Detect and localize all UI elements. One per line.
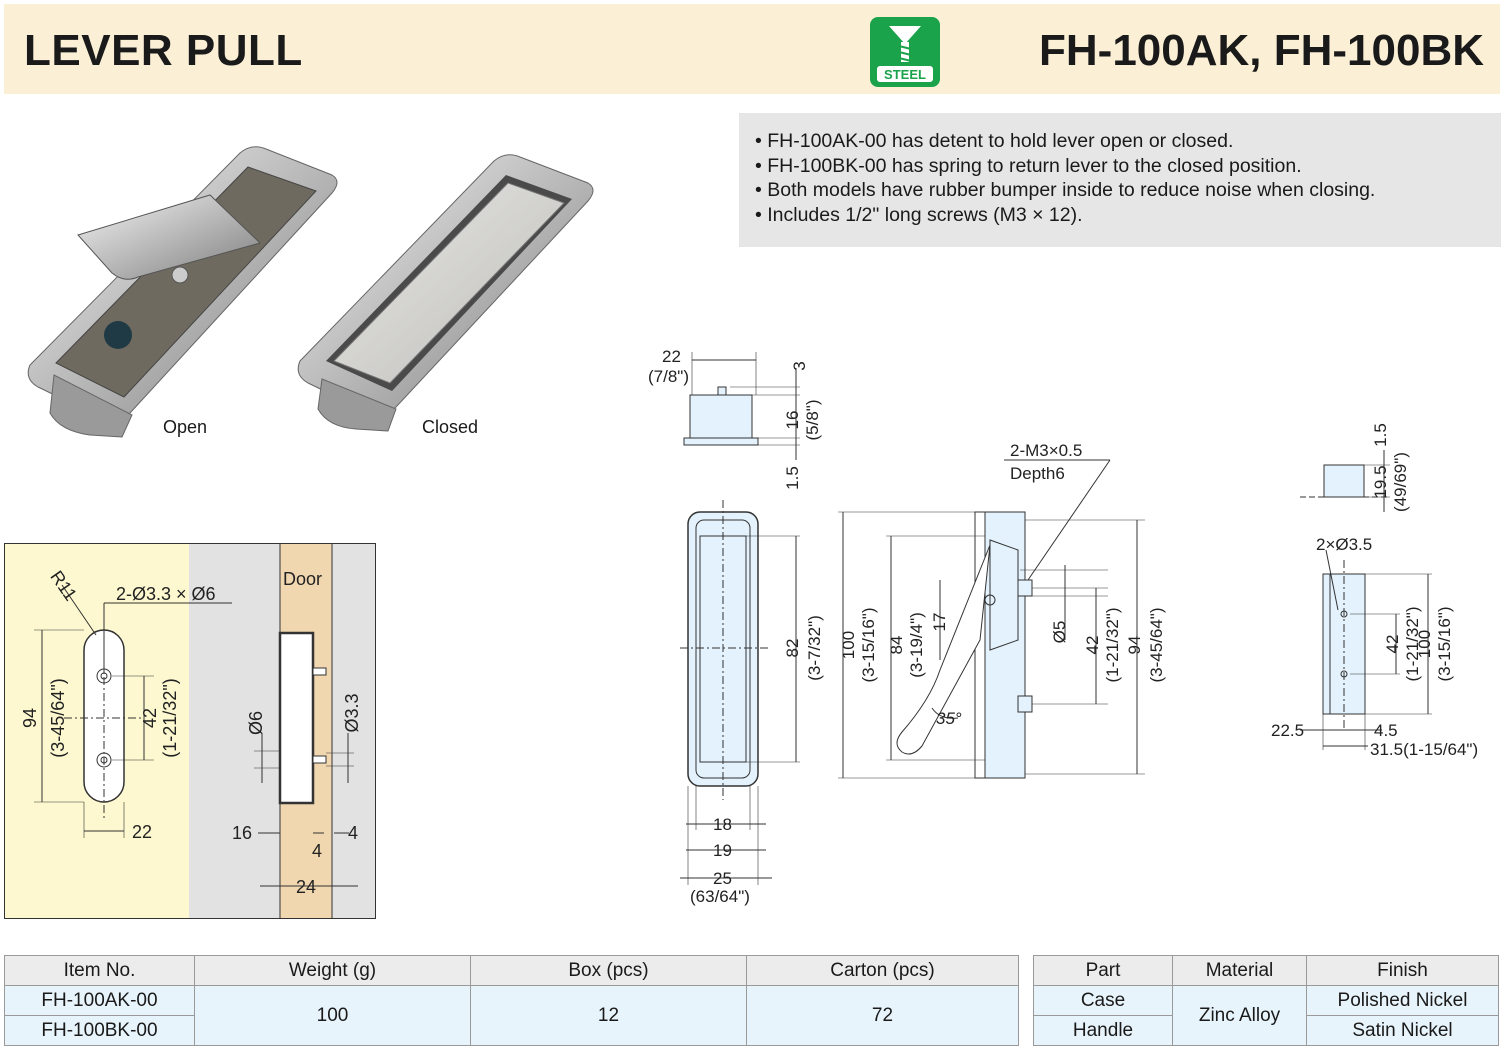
door-label: Door	[283, 569, 322, 589]
page-title: LEVER PULL	[24, 26, 303, 75]
cutout-d33: Ø3.3	[342, 693, 362, 732]
cutout-22: 22	[132, 822, 152, 842]
carton-cell: 72	[746, 985, 1019, 1046]
part-cell: Case	[1033, 985, 1173, 1016]
dim-back-100: 100	[1415, 630, 1434, 658]
dim-front-25-in: (63/64")	[690, 887, 750, 906]
dim-side-42-in: (1-21/32")	[1103, 607, 1122, 682]
dim-front-25: 25	[713, 869, 732, 888]
dim-depth: Depth6	[1010, 464, 1065, 483]
dim-top-22-in: (7/8")	[648, 367, 689, 386]
steel-screw-icon: STEEL	[870, 17, 940, 87]
cutout-holes: 2-Ø3.3 × Ø6	[116, 584, 216, 604]
cutout-4a: 4	[312, 841, 322, 861]
dim-back-195: 19.5	[1371, 465, 1390, 498]
box-cell: 12	[470, 985, 747, 1046]
material-cell: Zinc Alloy	[1172, 985, 1307, 1046]
closed-pull-image	[297, 154, 594, 432]
technical-drawing: 22 (7/8") 3 16 (5/8") 1.5 82 (3-7/32") 1…	[648, 347, 1478, 906]
dim-side-94: 94	[1125, 636, 1144, 655]
cutout-4b: 4	[348, 823, 358, 843]
dim-back-315: 31.5(1-15/64")	[1370, 740, 1478, 759]
header-bar: LEVER PULL STEEL FH-100AK, FH-100BK	[4, 4, 1500, 94]
item-cell: FH-100AK-00	[4, 985, 195, 1016]
col-weight: Weight (g)	[194, 955, 471, 986]
dim-front-18: 18	[713, 815, 732, 834]
panel-cutout-diagram: R11 2-Ø3.3 × Ø6 94 (3-45/64") 42 (1-21/3…	[4, 543, 376, 919]
col-material: Material	[1172, 955, 1307, 986]
dim-back-100-in: (3-15/16")	[1435, 606, 1454, 681]
badge-label: STEEL	[884, 67, 926, 82]
cutout-16: 16	[232, 823, 252, 843]
dim-front-19: 19	[713, 841, 732, 860]
dim-top-16-in: (5/8")	[803, 400, 822, 441]
part-cell: Handle	[1033, 1015, 1173, 1046]
dim-side-35: 35°	[936, 709, 962, 728]
dim-side-84: 84	[887, 636, 906, 655]
dim-back-42-in: (1-21/32")	[1403, 606, 1422, 681]
open-pull-image	[27, 146, 338, 438]
feature-item: • Includes 1/2" long screws (M3 × 12).	[755, 203, 1083, 226]
dim-side-17: 17	[930, 613, 949, 632]
features-box: • FH-100AK-00 has detent to hold lever o…	[739, 113, 1501, 247]
item-spec-table: Item No. Weight (g) Box (pcs) Carton (pc…	[4, 955, 1019, 1046]
cutout-42-in: (1-21/32")	[160, 678, 180, 757]
closed-label: Closed	[422, 417, 479, 437]
col-carton: Carton (pcs)	[746, 955, 1019, 986]
col-box: Box (pcs)	[470, 955, 747, 986]
dim-back-45: 4.5	[1374, 721, 1398, 740]
dim-side-100: 100	[839, 631, 858, 659]
weight-cell: 100	[194, 985, 471, 1046]
dim-back-42: 42	[1383, 635, 1402, 654]
finish-cell: Satin Nickel	[1306, 1015, 1499, 1046]
dim-side-94-in: (3-45/64")	[1147, 607, 1166, 682]
dim-side-84-in: (3-19/4")	[907, 612, 926, 678]
dim-side-d5: Ø5	[1050, 621, 1069, 644]
dim-back-holes: 2×Ø3.5	[1316, 535, 1372, 554]
material-table: Part Material Finish Case Zinc Alloy Pol…	[1033, 955, 1499, 1046]
item-cell: FH-100BK-00	[4, 1015, 195, 1046]
col-finish: Finish	[1306, 955, 1499, 986]
open-label: Open	[163, 417, 208, 437]
dim-front-82-in: (3-7/32")	[805, 615, 824, 681]
feature-item: • FH-100AK-00 has detent to hold lever o…	[755, 130, 1234, 152]
finish-cell: Polished Nickel	[1306, 985, 1499, 1016]
dim-top-22: 22	[662, 347, 681, 366]
dim-side-100-in: (3-15/16")	[859, 607, 878, 682]
cutout-94-in: (3-45/64")	[48, 678, 68, 757]
feature-item: • Both models have rubber bumper inside …	[755, 179, 1376, 201]
dim-back-15: 1.5	[1371, 423, 1390, 447]
product-photos	[27, 146, 594, 438]
dim-top-15: 1.5	[783, 466, 802, 490]
model-number: FH-100AK, FH-100BK	[1039, 26, 1484, 75]
feature-item: • FH-100BK-00 has spring to return lever…	[755, 154, 1302, 177]
dim-thread: 2-M3×0.5	[1010, 441, 1082, 460]
dim-top-3: 3	[790, 361, 809, 370]
cutout-d6: Ø6	[246, 711, 266, 735]
dim-front-82: 82	[783, 639, 802, 658]
cutout-42: 42	[140, 708, 160, 728]
cutout-24: 24	[296, 877, 316, 897]
dim-back-195-in: (49/69")	[1391, 452, 1410, 512]
dim-top-16: 16	[783, 411, 802, 430]
cutout-94: 94	[20, 708, 40, 728]
col-item-no: Item No.	[4, 955, 195, 986]
dim-back-225: 22.5	[1271, 721, 1304, 740]
dim-side-42: 42	[1083, 636, 1102, 655]
col-part: Part	[1033, 955, 1173, 986]
